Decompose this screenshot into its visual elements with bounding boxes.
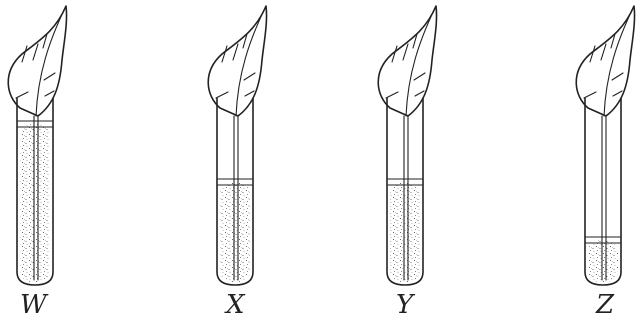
water-w: [20, 124, 50, 282]
label-y: Y: [396, 290, 416, 320]
setup-z: Z: [576, 6, 634, 320]
water-z: [588, 240, 618, 282]
water-y: [390, 182, 420, 282]
setup-x: X: [208, 6, 266, 320]
label-x: X: [224, 290, 246, 320]
water-x: [220, 182, 250, 282]
label-w: W: [20, 290, 49, 320]
setup-w: W: [8, 6, 66, 320]
setup-y: Y: [378, 6, 436, 320]
label-z: Z: [595, 290, 615, 320]
